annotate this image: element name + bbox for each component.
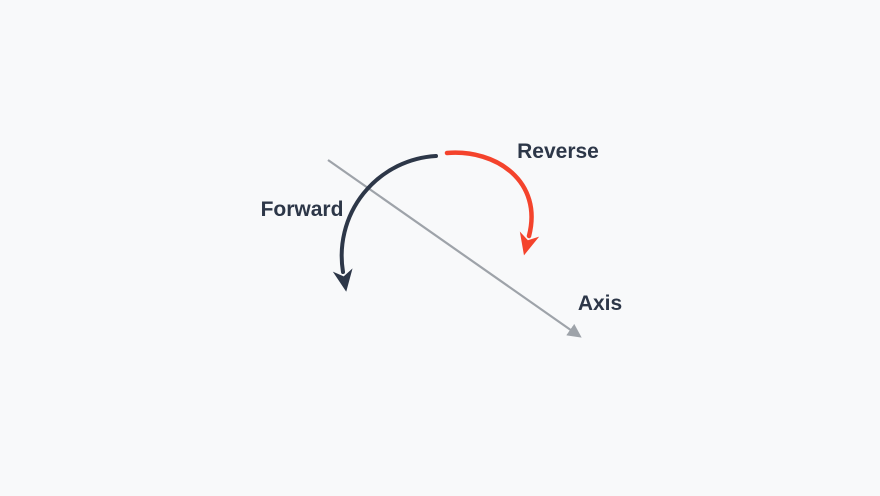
reverse-arc-arrow <box>444 150 540 256</box>
axis-label: Axis <box>578 292 622 315</box>
forward-arc-arrow <box>332 154 438 292</box>
forward-label: Forward <box>261 198 344 221</box>
axis-line <box>327 159 582 338</box>
reverse-label: Reverse <box>517 140 599 163</box>
